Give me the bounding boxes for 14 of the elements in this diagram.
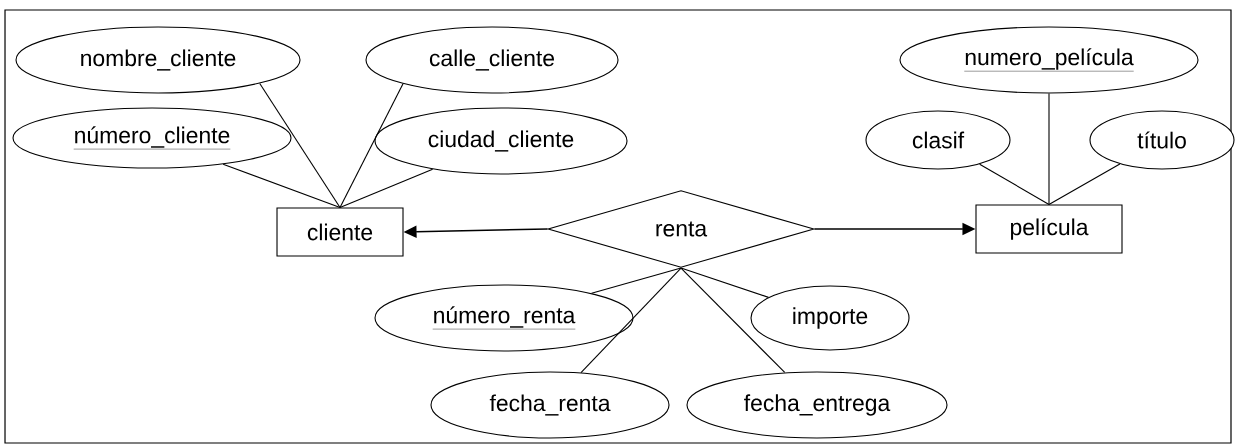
entity-box: cliente — [276, 207, 404, 257]
entity-box: película — [975, 204, 1123, 254]
connector-line — [259, 82, 341, 208]
connector-line — [222, 163, 341, 208]
connector-line — [339, 83, 404, 208]
connector-line — [979, 163, 1050, 205]
connector-line — [1048, 163, 1121, 205]
node-label: título — [1137, 131, 1186, 149]
connector-line — [680, 267, 786, 374]
connector-line — [580, 267, 682, 374]
connector-line — [591, 267, 682, 294]
connector-line — [680, 267, 769, 298]
connector-line — [1048, 93, 1050, 205]
connector-line — [339, 168, 434, 208]
